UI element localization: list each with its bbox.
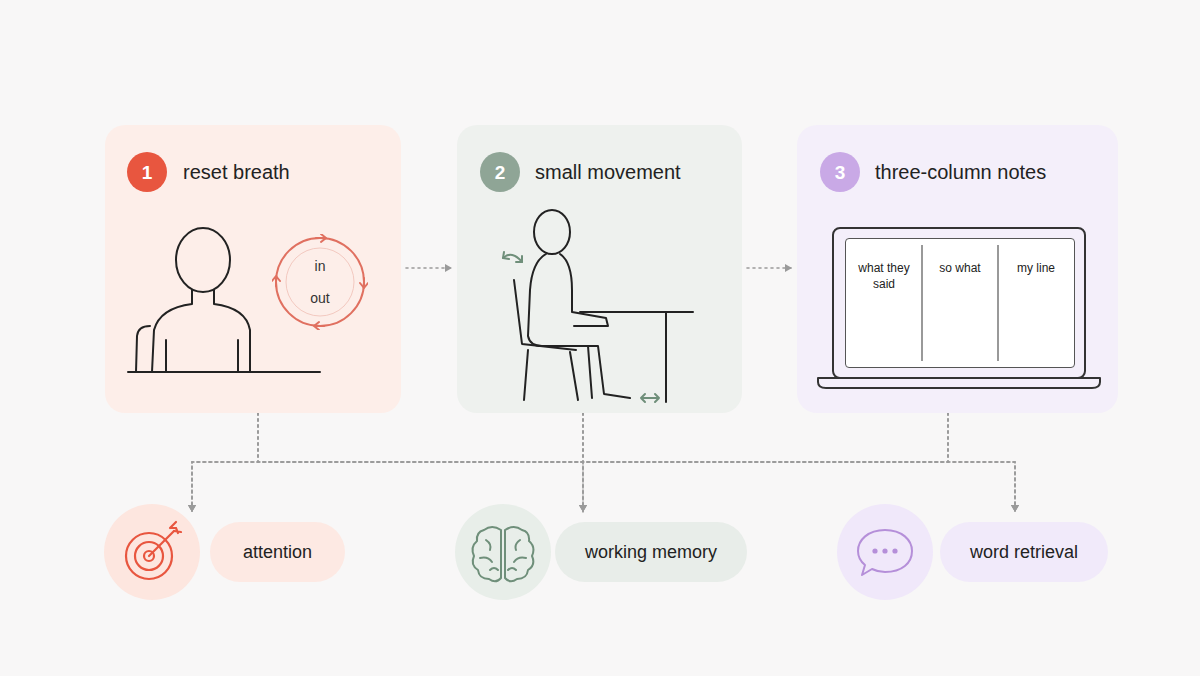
laptop-frame: [818, 228, 1100, 388]
outcome-pill: working memory: [555, 522, 747, 582]
outcome-label: attention: [243, 542, 312, 563]
column-heading: my line: [998, 261, 1074, 277]
breath-ring: [272, 234, 368, 330]
outcome-pill: attention: [210, 522, 345, 582]
laptop-screen: what they saidso whatmy line: [845, 238, 1075, 368]
step-heading: reset breath: [183, 162, 290, 182]
step-number: 2: [495, 163, 506, 182]
step-number-badge: 1: [127, 152, 167, 192]
dotted-connector: [192, 413, 948, 512]
step-panel: reset breath 1 in out: [105, 125, 401, 413]
dotted-connector: [406, 267, 452, 269]
step-number-badge: 3: [820, 152, 860, 192]
step-number-badge: 2: [480, 152, 520, 192]
dotted-connector: [948, 413, 1015, 512]
dotted-connector: [583, 413, 1015, 512]
step-panel: three-column notes 3 what they saidso what…: [797, 125, 1118, 413]
step-panel: small movement 2: [457, 125, 742, 413]
step-heading: small movement: [535, 162, 681, 182]
breath-label: in: [272, 258, 368, 274]
breath-cycle: in out: [272, 234, 368, 330]
attention-icon: [104, 504, 200, 600]
outcome-label: word retrieval: [970, 542, 1078, 563]
column-heading: what they said: [846, 261, 922, 292]
step-number: 3: [835, 163, 846, 182]
outcome-pill: word retrieval: [940, 522, 1108, 582]
dotted-connector: [747, 267, 792, 269]
step-heading: three-column notes: [875, 162, 1046, 182]
word-retrieval-icon: [837, 504, 933, 600]
column-dividers: [846, 239, 1073, 366]
step-number: 1: [142, 163, 153, 182]
breath-label: out: [272, 290, 368, 306]
column-heading: so what: [922, 261, 998, 277]
outcome-label: working memory: [585, 542, 717, 563]
dotted-connector: [583, 413, 948, 512]
working-memory-icon: [455, 504, 551, 600]
